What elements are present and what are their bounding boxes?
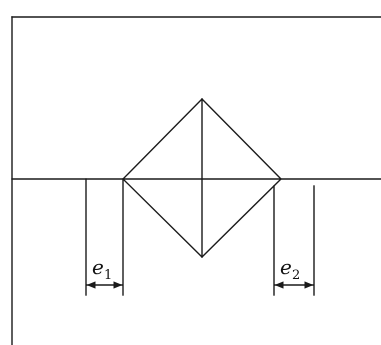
- e2-label-subscript: 2: [292, 268, 300, 283]
- e2-label-symbol: e: [280, 255, 292, 279]
- e1-label-symbol: e: [92, 255, 104, 279]
- e1-label-subscript: 1: [104, 268, 112, 283]
